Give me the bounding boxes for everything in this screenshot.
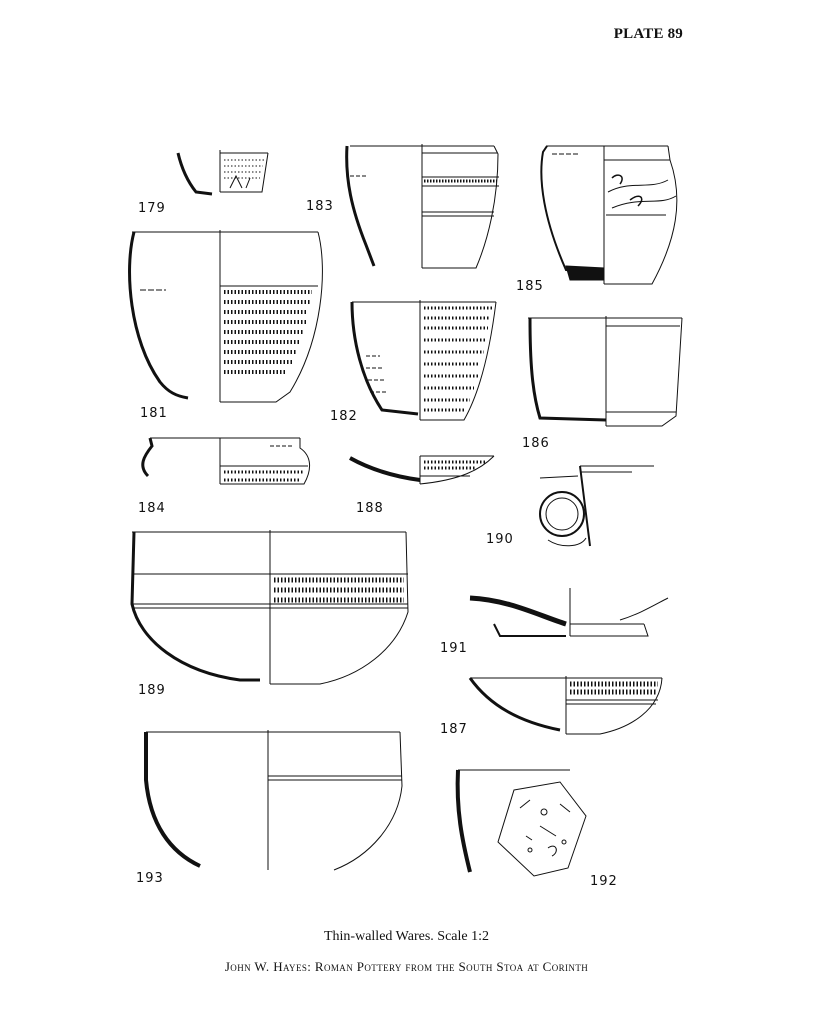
vessel-179 — [176, 150, 269, 196]
vessel-192 — [455, 769, 587, 877]
figure-number: 182 — [330, 409, 358, 424]
figure-number: 190 — [486, 532, 514, 547]
vessel-183 — [345, 144, 499, 269]
vessel-189 — [130, 530, 409, 685]
figure-number: 187 — [440, 722, 468, 737]
vessel-193 — [144, 730, 403, 871]
figure-number: 184 — [138, 501, 166, 516]
vessel-184 — [141, 437, 310, 485]
plate-title: PLATE 89 — [613, 26, 683, 42]
figure-number: 191 — [440, 641, 468, 656]
figure-number: 186 — [522, 436, 550, 451]
vessel-186 — [528, 316, 683, 427]
figure-number: 189 — [138, 683, 166, 698]
figure-number: 185 — [516, 279, 544, 294]
figure-number: 181 — [140, 406, 168, 421]
vessel-190 — [539, 465, 654, 547]
plate-caption: Thin-walled Wares. Scale 1:2 — [323, 929, 489, 944]
figure-number: 193 — [136, 871, 164, 886]
vessel-191 — [469, 588, 669, 637]
vessel-187 — [468, 676, 663, 735]
figure-number: 192 — [590, 874, 618, 889]
vessel-182 — [350, 300, 497, 421]
figure-number: 183 — [306, 199, 334, 214]
vessel-185 — [540, 145, 678, 285]
figure-number: 188 — [356, 501, 384, 516]
plate-credit: John W. Hayes: Roman Pottery from the So… — [224, 959, 589, 974]
vessel-181 — [128, 230, 323, 403]
vessel-188 — [349, 455, 495, 485]
figure-number: 179 — [138, 201, 166, 216]
